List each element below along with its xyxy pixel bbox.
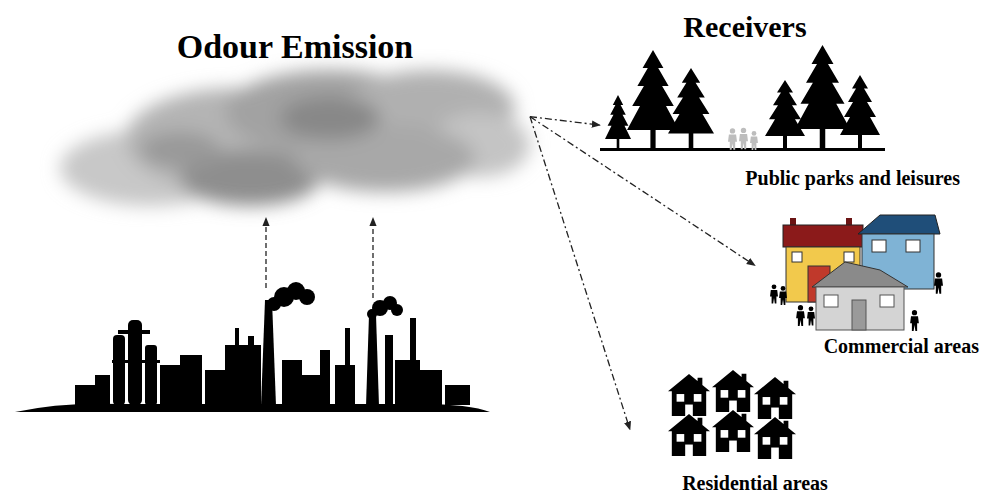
receiver-group: Public parks and leisures [600, 40, 970, 192]
receiver-group: Residential areas [630, 370, 880, 497]
odour-dispersion-arrow [530, 117, 755, 266]
receiver-group: Commercial areas [755, 210, 983, 360]
odour-cloud [60, 70, 530, 206]
odour-dispersion-arrow [530, 117, 630, 430]
emission-arrow [266, 218, 373, 298]
source-heading: Odour Emission [177, 27, 414, 66]
odour-dispersion-arrow [530, 117, 600, 125]
park-people [728, 128, 758, 150]
emission-source: Odour Emission [60, 25, 530, 220]
commercial-buildings [783, 215, 940, 330]
residential-houses [668, 370, 796, 459]
factory-silhouette [15, 282, 490, 412]
section-heading: Receivers [660, 10, 830, 45]
receiver-caption: Commercial areas [824, 335, 979, 358]
receiver-caption: Residential areas [682, 472, 828, 495]
receiver-caption: Public parks and leisures [745, 167, 960, 190]
commercial-people [770, 272, 943, 331]
park-trees [600, 45, 885, 151]
